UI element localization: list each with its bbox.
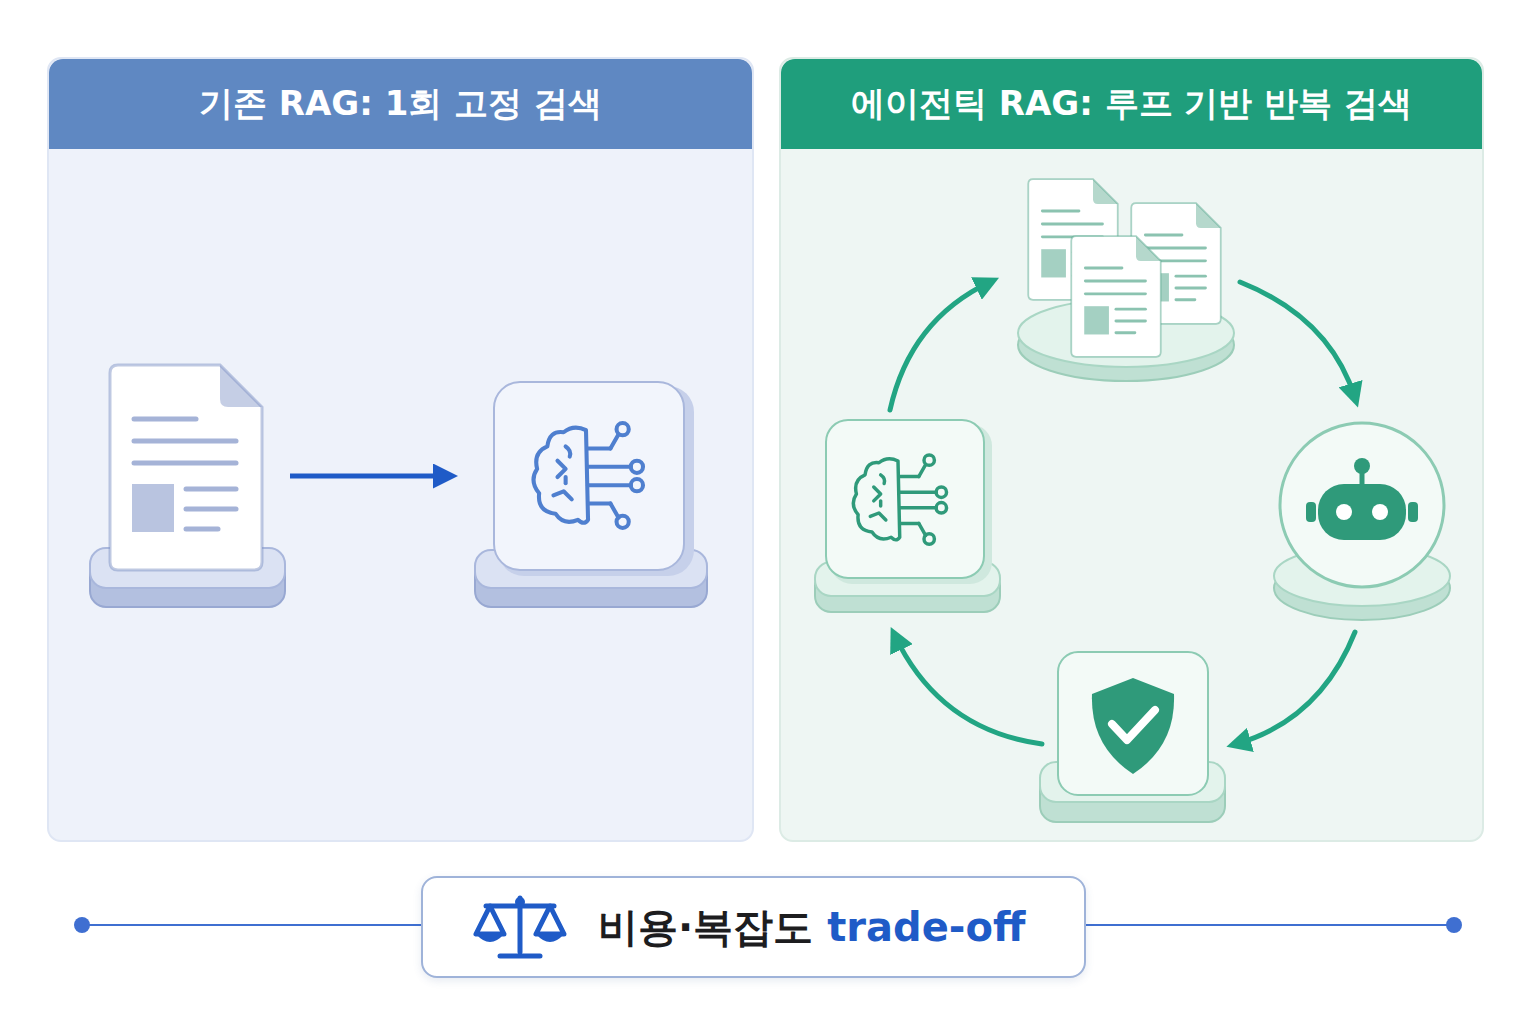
summary-keyword: trade-off <box>827 904 1025 950</box>
panel-body <box>781 149 1482 840</box>
panel-header: 기존 RAG: 1회 고정 검색 <box>49 59 752 149</box>
summary-box: 비용·복잡도 trade-off <box>421 876 1086 978</box>
panel-title: 에이전틱 RAG: 루프 기반 반복 검색 <box>851 81 1412 127</box>
panel-header: 에이전틱 RAG: 루프 기반 반복 검색 <box>781 59 1482 149</box>
panel-band: 기존 RAG: 1회 고정 검색 <box>47 57 754 842</box>
summary-text: 비용·복잡도 <box>598 900 813 955</box>
panel-band: 에이전틱 RAG: 루프 기반 반복 검색 <box>779 57 1484 842</box>
panel-title: 기존 RAG: 1회 고정 검색 <box>199 81 602 127</box>
panel-body <box>49 149 752 840</box>
